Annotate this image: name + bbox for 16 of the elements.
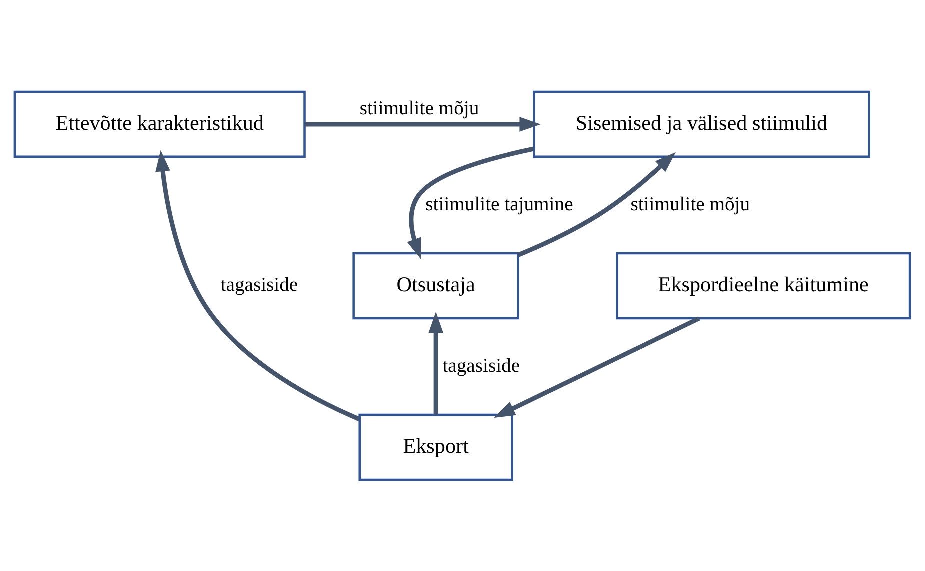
arrow xyxy=(428,311,444,414)
edge-label: tagasiside xyxy=(442,355,520,376)
arrow xyxy=(518,152,676,257)
node-box: Eksport xyxy=(358,413,514,481)
arrow xyxy=(407,146,534,260)
node-box: Otsustaja xyxy=(352,252,520,320)
edge-label: stiimulite tajumine xyxy=(426,194,574,215)
arrow xyxy=(494,316,700,418)
node-box: Ekspordieelne käitumine xyxy=(616,252,912,320)
node-box: Sisemised ja välised stiimulid xyxy=(533,90,870,158)
node-box: Ettevõtte karakteristikud xyxy=(14,90,306,158)
arrow xyxy=(305,116,541,132)
edge-label: stiimulite mõju xyxy=(360,98,480,120)
edge-label: stiimulite mõju xyxy=(630,194,750,215)
edge-label: tagasiside xyxy=(220,274,298,296)
arrow xyxy=(156,150,360,421)
